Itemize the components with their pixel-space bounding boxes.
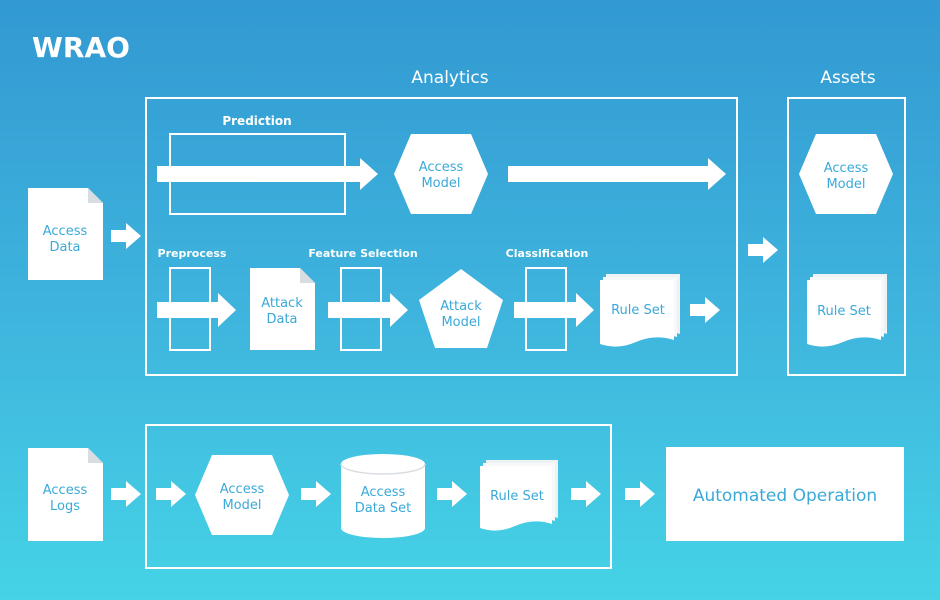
attack-data-label-line1: Attack (261, 296, 303, 311)
access-model-bottom-line2: Model (222, 498, 261, 513)
analytics-container (145, 97, 738, 376)
access-model-bottom: Access Model (195, 455, 289, 535)
to-automated-arrow-icon (625, 481, 655, 507)
attack-data-label-line2: Data (266, 312, 297, 327)
automated-operation-label: Automated Operation (693, 486, 877, 506)
into-operation-arrow-icon (156, 481, 186, 507)
rule-set-assets-stack: Rule Set (807, 274, 887, 347)
rule-set-assets-label: Rule Set (817, 304, 871, 319)
page-title: WRAO (32, 31, 130, 64)
feature-selection-label: Feature Selection (308, 247, 417, 260)
access-model-bottom-line1: Access (220, 482, 265, 497)
classification-arrow-icon (514, 293, 594, 327)
rule-set-output-arrow-icon (690, 297, 720, 323)
access-data-set-line1: Access (361, 485, 406, 500)
arrow-icon (111, 223, 141, 249)
access-model-assets: Access Model (799, 134, 893, 214)
dataset-to-ruleset-arrow-icon (437, 481, 467, 507)
access-model-prediction: Access Model (394, 134, 488, 214)
access-data-set-line2: Data Set (355, 501, 412, 516)
access-model-assets-line1: Access (824, 161, 869, 176)
operation-container (145, 424, 612, 569)
rule-set-analytics-label: Rule Set (611, 303, 665, 318)
logs-arrow-icon (111, 481, 141, 507)
access-model-assets-line2: Model (826, 177, 865, 192)
prediction-output-arrow-icon (508, 158, 726, 190)
automated-operation-box: Automated Operation (666, 447, 904, 541)
model-to-dataset-arrow-icon (301, 481, 331, 507)
ruleset-out-arrow-icon (571, 481, 601, 507)
classification-label: Classification (506, 247, 589, 260)
assets-section-title: Assets (820, 68, 875, 88)
rule-set-bottom-label: Rule Set (490, 489, 544, 504)
rule-set-bottom-stack: Rule Set (480, 460, 558, 531)
access-data-label-line1: Access (43, 224, 88, 239)
assets-container (787, 97, 906, 376)
attack-model-label-line1: Attack (440, 299, 482, 314)
access-data-set-cylinder: Access Data Set (340, 454, 426, 538)
preprocess-arrow-icon (157, 293, 236, 327)
attack-data-document: Attack Data (250, 268, 315, 350)
access-logs-label-line2: Logs (50, 499, 80, 514)
prediction-arrow-icon (157, 158, 378, 190)
access-model-prediction-line1: Access (419, 160, 464, 175)
access-data-document: Access Data (28, 188, 103, 280)
attack-model-pentagon: Attack Model (419, 269, 503, 348)
rule-set-analytics-stack: Rule Set (600, 274, 680, 347)
prediction-label: Prediction (222, 114, 291, 128)
analytics-to-assets-arrow-icon (748, 237, 778, 263)
analytics-section-title: Analytics (411, 68, 488, 88)
access-model-prediction-line2: Model (421, 176, 460, 191)
access-data-label-line2: Data (49, 240, 80, 255)
feature-selection-arrow-icon (328, 293, 408, 327)
preprocess-label: Preprocess (158, 247, 227, 260)
access-logs-label-line1: Access (43, 483, 88, 498)
attack-model-label-line2: Model (441, 315, 480, 330)
access-logs-document: Access Logs (28, 448, 103, 541)
